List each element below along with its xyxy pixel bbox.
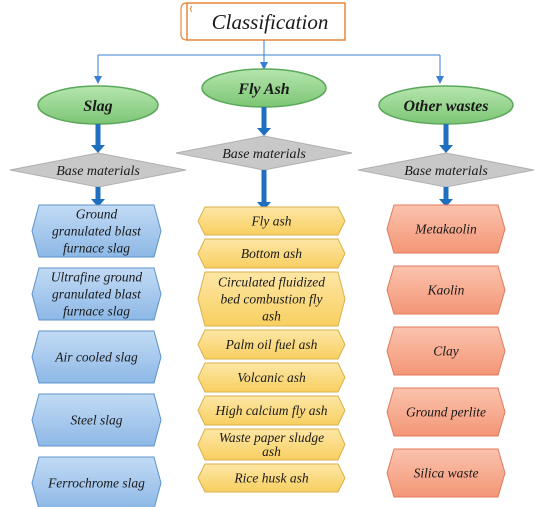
other-wastes-category-label: Other wastes — [404, 98, 489, 115]
item-label-line: granulated blast — [52, 287, 142, 302]
fly-ash-item-volcanic-ash: Volcanic ash — [197, 362, 346, 393]
fly-ash-item-high-calcium-fly-ash: High calcium fly ash — [197, 395, 346, 426]
other-wastes-item-metakaolin: Metakaolin — [386, 204, 506, 254]
slag-item-ultrafine-ground-granulated-blast-furnace-slag: Ultrafine ground granulated blast furnace … — [31, 267, 162, 321]
other-wastes-arrow-to-base — [439, 124, 453, 153]
other-wastes-base-materials-node: Base materials — [357, 152, 535, 188]
item-label-line: Clay — [433, 344, 459, 359]
fly-ash-category-label: Fly Ash — [237, 81, 290, 98]
item-label-line: Air cooled slag — [54, 350, 138, 365]
other-wastes-item-clay: Clay — [386, 326, 506, 376]
item-label-line: Silica waste — [414, 466, 479, 481]
diagram-title: Classification — [212, 10, 329, 34]
item-label-line: furnace slag — [63, 304, 130, 319]
other-wastes-base-materials-label: Base materials — [404, 164, 488, 179]
item-label-line: Ground perlite — [406, 405, 486, 420]
item-label-line: High calcium fly ash — [214, 403, 327, 418]
item-label-line: Ultrafine ground — [51, 270, 143, 285]
item-label-line: Ferrochrome slag — [47, 476, 145, 491]
fly-ash-item-palm-oil-fuel-ash: Palm oil fuel ash — [197, 329, 346, 360]
other-wastes-arrow-to-items — [439, 187, 453, 207]
item-label-line: Rice husk ash — [233, 471, 308, 486]
item-label-line: Kaolin — [427, 283, 465, 298]
item-label-line: Steel slag — [70, 413, 122, 428]
other-wastes-category-node: Other wastes — [378, 85, 514, 125]
other-wastes-item-kaolin: Kaolin — [386, 265, 506, 315]
fly-ash-arrow-to-base — [257, 107, 271, 136]
fly-ash-item-fly-ash: Fly ash — [197, 206, 346, 236]
item-label-line: furnace slag — [63, 241, 130, 256]
slag-item-ground-granulated-blast-furnace-slag: Ground granulated blast furnace slag — [31, 204, 162, 258]
other-wastes-item-ground-perlite: Ground perlite — [386, 387, 506, 437]
fly-ash-arrow-to-items — [257, 170, 271, 210]
slag-item-steel-slag: Steel slag — [31, 393, 162, 447]
item-label-line: bed combustion fly — [221, 292, 323, 307]
slag-base-materials-node: Base materials — [9, 152, 187, 188]
item-label-line: Circulated fluidized — [218, 275, 325, 290]
slag-base-materials-label: Base materials — [56, 164, 140, 179]
slag-category-label: Slag — [83, 98, 112, 115]
title-box: Classification — [180, 2, 346, 41]
item-label-line: ash — [262, 309, 281, 324]
item-label-line: Metakaolin — [414, 222, 477, 237]
fly-ash-category-node: Fly Ash — [201, 68, 327, 108]
item-label-line: Volcanic ash — [237, 370, 306, 385]
title-connectors — [94, 40, 444, 84]
item-label-line: Fly ash — [250, 214, 291, 229]
slag-arrow-to-items — [91, 187, 105, 207]
item-label-line: ash — [262, 444, 281, 459]
item-label-line: granulated blast — [52, 224, 142, 239]
slag-arrow-to-base — [91, 124, 105, 153]
slag-category-node: Slag — [37, 85, 159, 125]
fly-ash-base-materials-label: Base materials — [222, 147, 306, 162]
item-label-line: Bottom ash — [241, 246, 302, 261]
item-label-line: Ground — [76, 207, 118, 222]
item-label-line: Waste paper sludge — [219, 430, 324, 445]
slag-item-ferrochrome-slag: Ferrochrome slag — [31, 456, 162, 507]
fly-ash-item-circulated-fluidized-bed-combustion-fly-ash: Circulated fluidized bed combustion fly as… — [197, 271, 346, 327]
slag-item-air-cooled-slag: Air cooled slag — [31, 330, 162, 384]
fly-ash-base-materials-node: Base materials — [175, 135, 353, 171]
other-wastes-item-silica-waste: Silica waste — [386, 448, 506, 498]
fly-ash-item-bottom-ash: Bottom ash — [197, 238, 346, 269]
fly-ash-item-rice-husk-ash: Rice husk ash — [197, 463, 346, 493]
item-label-line: Palm oil fuel ash — [225, 337, 318, 352]
